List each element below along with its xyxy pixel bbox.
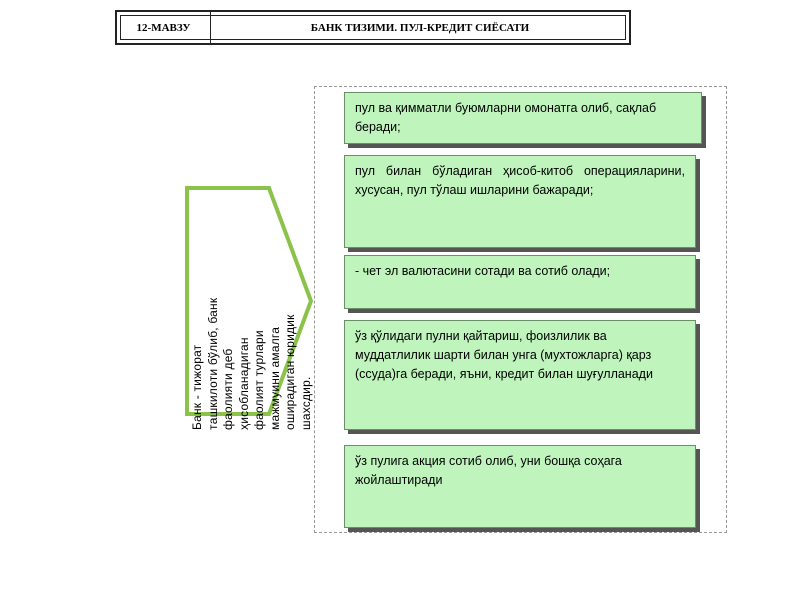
functions-frame: [314, 86, 727, 533]
function-text: пул ва қимматли буюмларни омонатга олиб,…: [355, 101, 657, 134]
definition-line: оширадиган юридик: [283, 314, 297, 430]
function-text: ўз пулига акция сотиб олиб, уни бошқа со…: [355, 454, 622, 487]
function-box-settlements: пул билан бўладиган ҳисоб-китоб операция…: [344, 155, 696, 248]
function-box-credit: ўз қўлидаги пулни қайтариш, фоизлилик ва…: [344, 320, 696, 430]
function-text: ўз қўлидаги пулни қайтариш, фоизлилик ва…: [355, 329, 653, 381]
function-box-investment: ўз пулига акция сотиб олиб, уни бошқа со…: [344, 445, 696, 528]
definition-arrow-shape: [185, 186, 315, 416]
function-box-deposits: пул ва қимматли буюмларни омонатга олиб,…: [344, 92, 702, 144]
bank-definition-text: Банк - тижорат тaшкилоти бўлиб, банк фао…: [190, 200, 313, 430]
definition-line: мажмуини амалга: [267, 326, 282, 430]
function-box-currency: - чет эл валютасини сотади ва сотиб олад…: [344, 255, 696, 309]
definition-line: фаолияти деб: [221, 348, 235, 430]
lesson-label: 12-МАВЗУ: [117, 12, 211, 43]
definition-line: ҳисобланадиган: [236, 337, 251, 430]
topic-header: 12-МАВЗУ БАНК ТИЗИМИ. ПУЛ-КРЕДИТ СИЁСАТИ: [115, 10, 631, 45]
header-inner-border: [120, 15, 626, 40]
definition-line: фаолият турлари: [252, 330, 266, 430]
definition-line: Банк - тижорат: [190, 344, 204, 430]
pentagon-arrow-icon: [185, 186, 314, 416]
function-text: - чет эл валютасини сотади ва сотиб олад…: [355, 264, 611, 278]
topic-title: БАНК ТИЗИМИ. ПУЛ-КРЕДИТ СИЁСАТИ: [310, 21, 530, 34]
definition-line: тaшкилоти бўлиб, банк: [205, 297, 220, 430]
definition-line: шахсдир.: [298, 376, 313, 430]
function-text: пул билан бўладиган ҳисоб-китоб операция…: [355, 164, 685, 197]
